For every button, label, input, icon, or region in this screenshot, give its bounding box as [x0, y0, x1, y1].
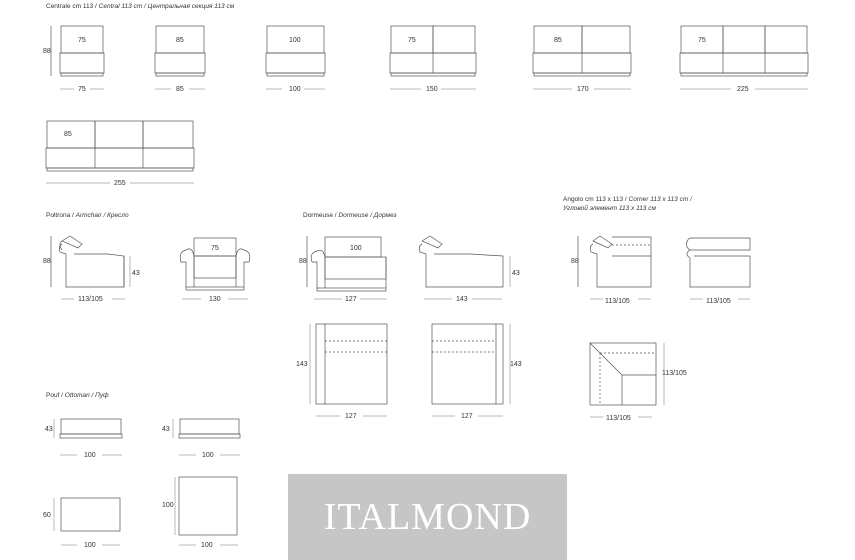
- sofa-module-225: [679, 25, 809, 77]
- seat-label: 100: [289, 37, 301, 44]
- armchair-seat-label: 75: [211, 245, 219, 252]
- heading-dormeuse: Dormeuse / Dormeuse / Дормез: [303, 212, 397, 219]
- dormeuse-seat-label: 100: [350, 245, 362, 252]
- seat-label: 75: [408, 37, 416, 44]
- width-label: 255: [114, 180, 126, 187]
- dimension-lines-central: [46, 88, 808, 184]
- dormeuse-front-view: [306, 236, 387, 292]
- corner-plan-view: [589, 342, 665, 418]
- seat-label: 85: [176, 37, 184, 44]
- sofa-module-100: [265, 25, 326, 77]
- pouf-plan-depth-label: 60: [43, 512, 51, 519]
- pouf-side-view-2: [172, 418, 241, 456]
- dormeuse-width-label: 127: [345, 296, 357, 303]
- dormeuse-side-view: [418, 235, 511, 288]
- central-height-label: 88: [43, 48, 51, 55]
- dormeuse-plan-width-label: 127: [345, 413, 357, 420]
- armchair-seat-height-label: 43: [132, 270, 140, 277]
- corner-height-label: 88: [571, 258, 579, 265]
- corner-depth-label: 113/105: [605, 298, 630, 305]
- heading-corner: Angolo cm 113 x 113 / Corner 113 x 113 c…: [563, 196, 692, 203]
- armchair-width-label: 130: [209, 296, 221, 303]
- dormeuse-plan-depth-label: 143: [510, 361, 522, 368]
- corner-front-view: [577, 235, 652, 288]
- dormeuse-plan-left: [309, 323, 388, 405]
- dormeuse-seat-height-label: 43: [512, 270, 520, 277]
- pouf-height-label: 43: [45, 426, 53, 433]
- heading-corner-line2: Угловой элемент 113 x 113 см: [563, 205, 656, 212]
- heading-central: Centrale cm 113 / Central 113 cm / Центр…: [46, 3, 235, 10]
- corner-side-view: [686, 237, 751, 288]
- width-label: 100: [289, 86, 301, 93]
- seat-label: 85: [554, 37, 562, 44]
- pouf-plan-width-label: 100: [201, 542, 213, 549]
- pouf-plan-view-1: [53, 497, 121, 546]
- width-label: 75: [78, 86, 86, 93]
- pouf-plan-depth-label: 100: [162, 502, 174, 509]
- width-label: 225: [737, 86, 749, 93]
- pouf-plan-width-label: 100: [84, 542, 96, 549]
- sofa-module-85: [154, 25, 206, 77]
- sofa-module-75: [50, 25, 105, 77]
- dormeuse-plan-depth-label: 143: [296, 361, 308, 368]
- pouf-height-label: 43: [162, 426, 170, 433]
- pouf-width-label: 100: [202, 452, 214, 459]
- seat-label: 75: [78, 37, 86, 44]
- heading-pouf: Pouf / Ottoman / Пуф: [46, 392, 109, 399]
- dormeuse-depth-label: 143: [456, 296, 468, 303]
- dormeuse-height-label: 88: [299, 258, 307, 265]
- corner-plan-width-label: 113/105: [606, 415, 631, 422]
- width-label: 150: [426, 86, 438, 93]
- heading-armchair: Poltrona / Armchair / Кресло: [46, 212, 129, 219]
- armchair-side-view: [50, 235, 131, 288]
- corner-depth-label: 113/105: [706, 298, 731, 305]
- watermark-banner: ITALMOND: [288, 474, 567, 560]
- width-label: 170: [577, 86, 589, 93]
- dormeuse-plan-right: [431, 323, 511, 405]
- armchair-depth-label: 113/105: [78, 296, 103, 303]
- sofa-module-150: [389, 25, 477, 77]
- width-label: 85: [176, 86, 184, 93]
- watermark-text: ITALMOND: [323, 496, 532, 538]
- pouf-side-view-1: [53, 418, 123, 456]
- pouf-plan-view-2: [174, 476, 238, 546]
- sofa-module-255: [45, 120, 195, 172]
- seat-label: 85: [64, 131, 72, 138]
- sofa-module-170: [532, 25, 632, 77]
- armchair-height-label: 88: [43, 258, 51, 265]
- seat-label: 75: [698, 37, 706, 44]
- pouf-width-label: 100: [84, 452, 96, 459]
- armchair-front-view: [179, 237, 251, 291]
- corner-plan-depth-label: 113/105: [662, 370, 687, 377]
- dormeuse-plan-width-label: 127: [461, 413, 473, 420]
